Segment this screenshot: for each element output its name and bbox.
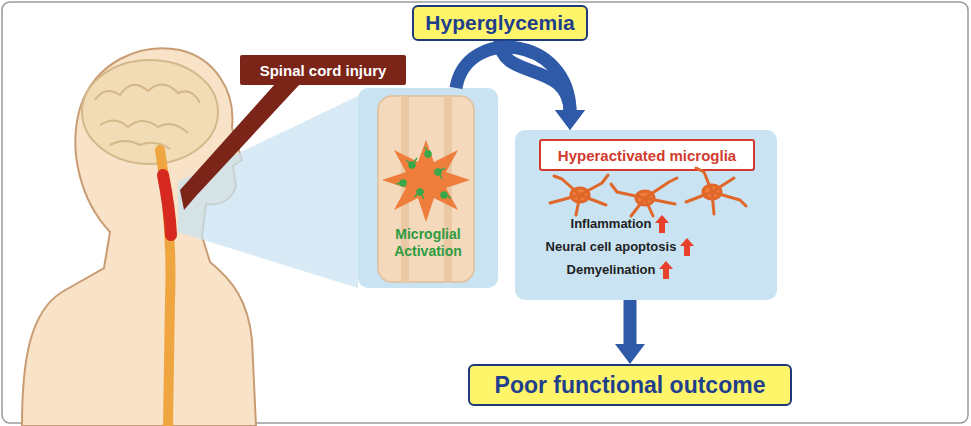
effect-row: Inflammation	[571, 212, 670, 235]
effect-row: Neural cell apoptosis	[546, 235, 695, 258]
zoom-wedge	[178, 96, 358, 288]
flow-arrow	[615, 300, 645, 364]
flow-arrow	[456, 47, 585, 130]
injury-banner: Spinal cord injury	[240, 55, 406, 85]
increase-arrow	[680, 238, 694, 256]
microglia-panel: InflammationNeural cell apoptosisDemyeli…	[515, 130, 777, 300]
outcome-box: Poor functional outcome	[468, 364, 792, 406]
node-label: Poor functional outcome	[495, 372, 766, 399]
increase-arrow	[659, 261, 673, 279]
node-label: Hyperglycemia	[425, 11, 574, 35]
spinal-column	[160, 150, 171, 426]
human-figure	[22, 48, 256, 426]
node-label: Spinal cord injury	[260, 62, 387, 79]
effect-row: Demyelination	[567, 258, 674, 281]
input-box: Hyperglycemia	[412, 5, 588, 41]
flow-arrow	[500, 41, 585, 130]
brain-folds	[95, 84, 200, 149]
effect-label: Inflammation	[571, 216, 652, 231]
effect-list: InflammationNeural cell apoptosisDemyeli…	[525, 212, 715, 281]
effect-label: Neural cell apoptosis	[546, 239, 677, 254]
panel-caption: Microglial Activation	[380, 226, 476, 260]
spinal-cord-panel: Microglial Activation	[358, 88, 498, 288]
node-label: Hyperactivated microglia	[558, 147, 736, 164]
injury-site	[163, 175, 171, 235]
state-box: Hyperactivated microglia	[539, 139, 755, 171]
effect-label: Demyelination	[567, 262, 656, 277]
injury-pointer	[180, 84, 300, 210]
brain-shape	[82, 60, 218, 164]
increase-arrow	[655, 215, 669, 233]
